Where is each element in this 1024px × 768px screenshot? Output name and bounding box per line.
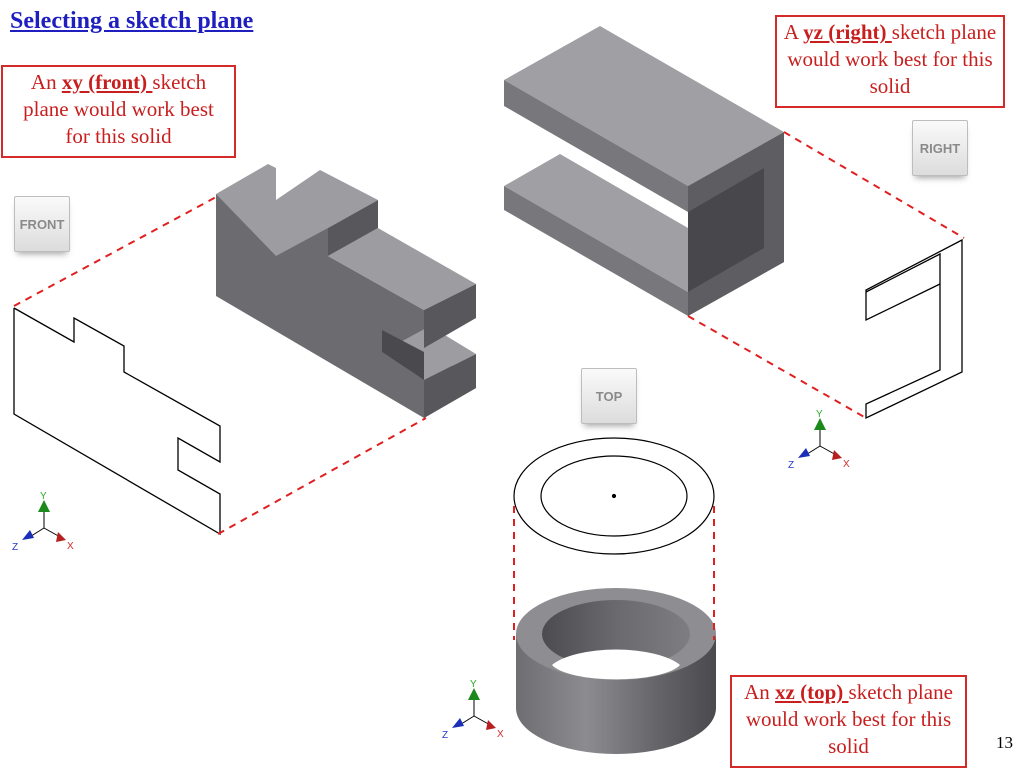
view-top-button[interactable]: TOP (581, 368, 637, 424)
slide-title: Selecting a sketch plane (10, 8, 254, 34)
callout-right-post: sketch plane would work best for this so… (787, 20, 997, 98)
right-solid (504, 26, 784, 316)
callout-right-pre: A (783, 20, 804, 44)
svg-text:X: X (497, 729, 504, 740)
axis-triad-front: Y Z X (12, 491, 74, 553)
svg-text:Z: Z (12, 542, 18, 553)
front-solid (216, 164, 476, 418)
svg-text:X: X (67, 541, 74, 552)
callout-right-plane: yz (right) (803, 20, 892, 44)
svg-text:X: X (843, 459, 850, 470)
callout-front-plane: xy (front) (61, 70, 153, 94)
callout-top-post: sketch plane would work best for this so… (745, 680, 953, 758)
callout-front-pre: An (30, 70, 62, 94)
view-front-button[interactable]: FRONT (14, 196, 70, 252)
callout-front: An xy (front) sketch plane would work be… (1, 65, 236, 158)
projection-lines (13, 131, 965, 640)
right-sketch-profile (865, 238, 963, 420)
axis-triad-right: Y Z X (788, 409, 850, 471)
svg-text:Z: Z (788, 460, 794, 471)
callout-top-plane: xz (top) (775, 680, 849, 704)
top-sketch-profile (513, 437, 715, 555)
svg-text:Y: Y (470, 679, 477, 690)
svg-text:Y: Y (40, 491, 47, 502)
callout-top: An xz (top) sketch plane would work best… (730, 675, 967, 768)
svg-text:Y: Y (816, 409, 823, 420)
callout-front-post: sketch plane would work best for this so… (23, 70, 214, 148)
view-right-button[interactable]: RIGHT (912, 120, 968, 176)
page-number: 13 (996, 733, 1013, 752)
callout-top-pre: An (744, 680, 776, 704)
top-solid (516, 588, 716, 754)
axis-triad-top: Y Z X (442, 679, 504, 741)
callout-right: A yz (right) sketch plane would work bes… (775, 15, 1005, 108)
svg-text:Z: Z (442, 730, 448, 741)
